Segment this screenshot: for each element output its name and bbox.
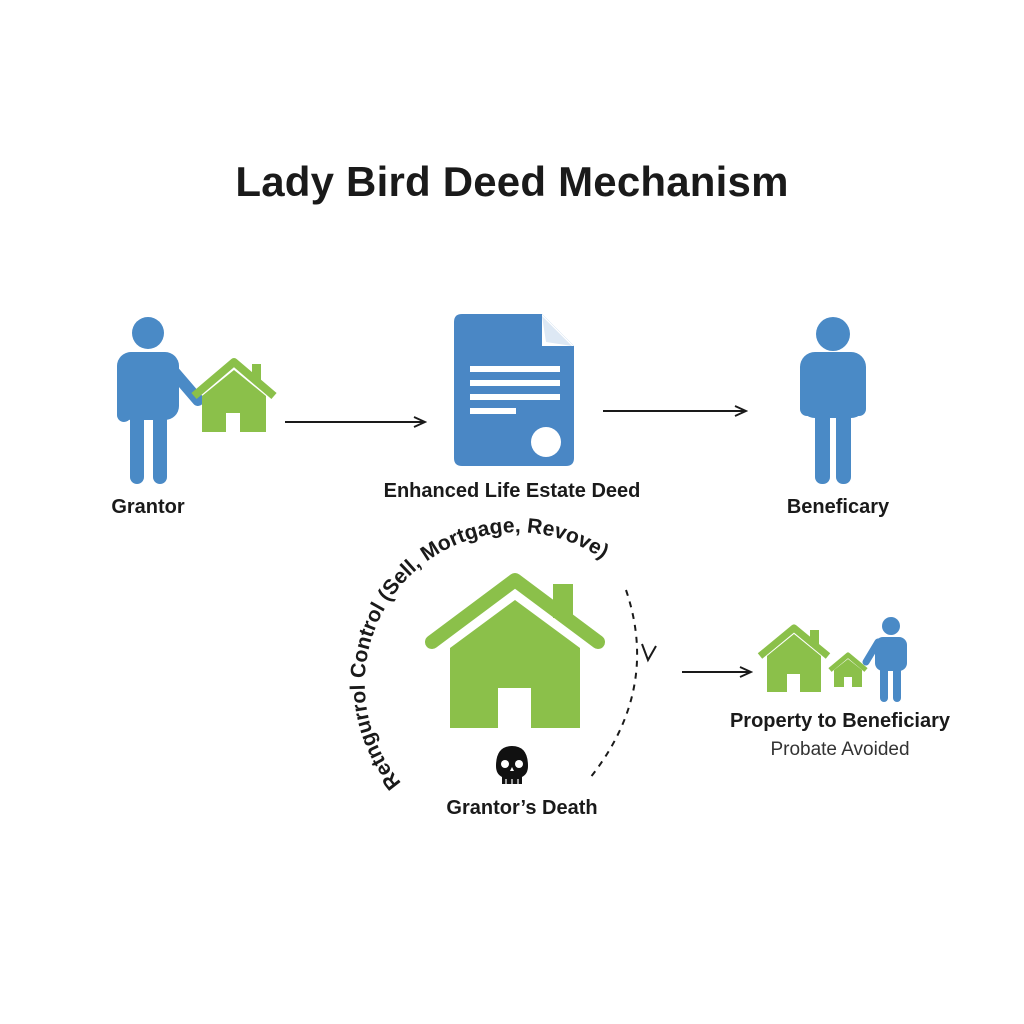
grantor-house-icon: [191, 358, 277, 432]
property-house-icon: [425, 573, 605, 728]
small-house-icon: [757, 624, 831, 692]
dashed-arc-arrowhead: [641, 643, 657, 663]
small-house-secondary-icon: [828, 652, 868, 687]
grantor-label: Grantor: [111, 496, 185, 518]
grantor-death-label: Grantor’s Death: [446, 797, 598, 819]
dashed-cycle-arc: [589, 589, 639, 779]
small-person-icon: [862, 617, 907, 702]
deed-label: Enhanced Life Estate Deed: [383, 480, 641, 502]
beneficiary-label: Beneficary: [786, 496, 890, 518]
diagram-title: Lady Bird Deed Mechanism: [235, 158, 789, 205]
skull-icon: [496, 746, 528, 784]
deed-document-icon: [454, 314, 574, 466]
property-to-beneficiary-label: Property to Beneficiary: [729, 710, 951, 732]
probate-avoided-label: Probate Avoided: [770, 739, 910, 760]
grantor-person-icon: [117, 317, 204, 484]
beneficiary-person-icon: [800, 317, 866, 484]
